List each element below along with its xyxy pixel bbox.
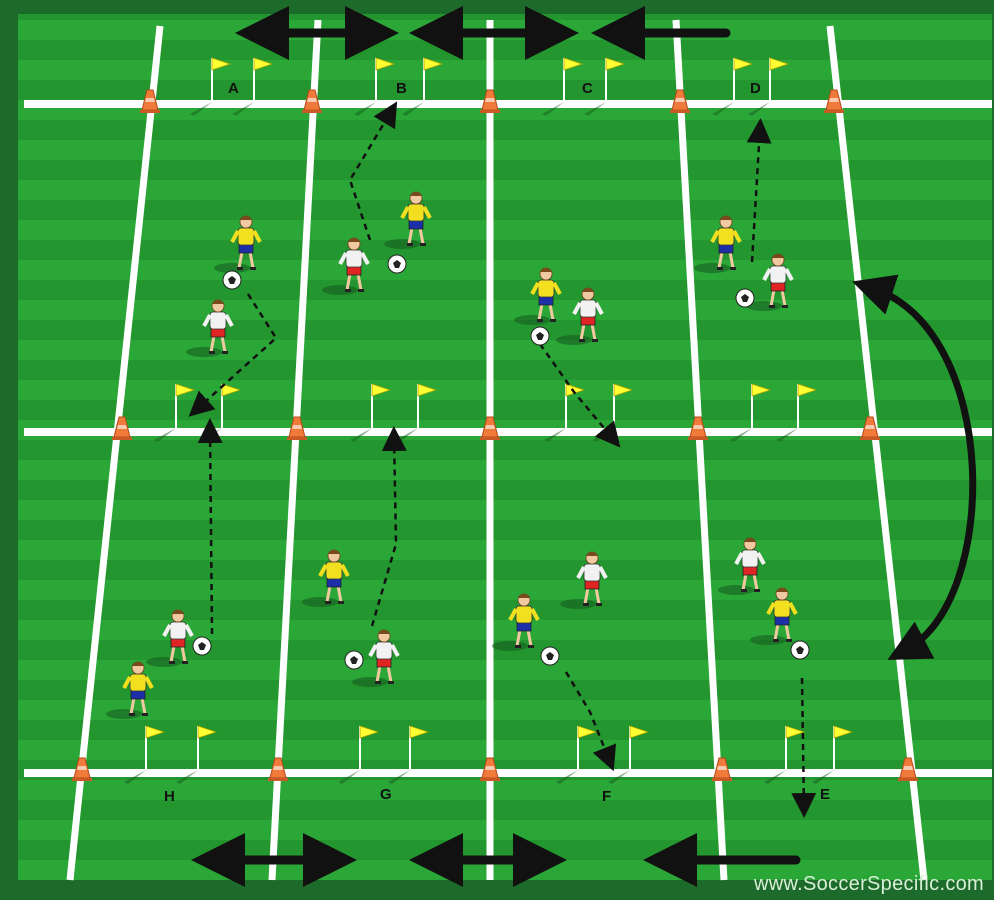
gate-label-b: B (396, 80, 407, 97)
gate-label-f: F (602, 788, 611, 805)
gate-label-d: D (750, 80, 761, 97)
gate-label-h: H (164, 788, 175, 805)
gate-label-a: A (228, 80, 239, 97)
watermark: www.SoccerSpecific.com (754, 873, 984, 896)
gate-label-e: E (820, 786, 830, 803)
gate-label-c: C (582, 80, 593, 97)
gate-label-g: G (380, 786, 392, 803)
